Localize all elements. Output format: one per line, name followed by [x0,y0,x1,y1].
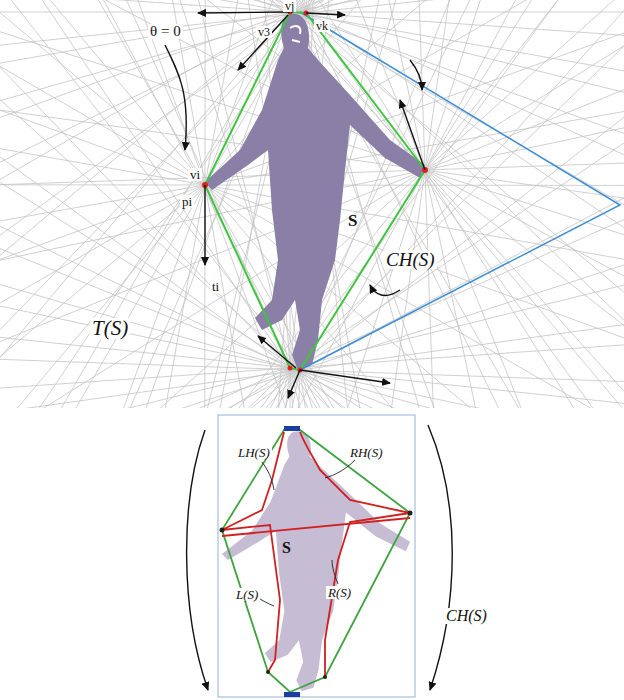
tangent-line [0,0,624,408]
tangent-line [0,0,624,408]
hull-label: CH(S) [444,608,489,624]
tangent-line [0,0,624,408]
tangent-line [0,0,624,408]
tangent-line [53,0,547,408]
bottom-figure [187,415,453,697]
tangent-line [0,0,606,408]
tangent-line [0,0,624,408]
tangent-line [0,0,624,408]
tangent-line [69,0,511,408]
tangent-line [0,0,624,408]
tangent-line [0,0,624,408]
tangent-line [0,0,624,408]
contour-label: L(S) [234,588,260,601]
tangent-line [0,0,624,408]
tangent-line [0,0,624,408]
tangent-line [0,0,624,408]
tangent-line [0,0,624,408]
tangent-line [0,0,604,408]
tangent-line [0,0,624,408]
tangent-label: ti [210,280,221,293]
tangent-line [178,0,624,408]
point-label: pi [180,195,194,208]
tangent-line [0,0,624,408]
top-figure [165,10,620,399]
tangent-line [0,0,478,408]
tangent-line [0,0,624,408]
tangent-line [0,0,624,408]
tangent-line [0,0,624,408]
tangent-line [0,0,624,408]
tangent-line [0,0,624,408]
tangent-line [0,0,624,408]
tangent-line [0,0,624,408]
contour-label: R(S) [326,586,353,599]
tangent-set-label: T(S) [90,318,130,339]
shape-label: S [280,540,293,556]
tangent-line [49,0,624,408]
tangent-line [0,0,624,408]
tangent-line [0,0,624,408]
tangent-line [0,0,624,408]
tangent-line [0,0,624,408]
vertex-label: vj [283,0,296,12]
tangent-line [0,0,624,408]
tangent-lines [0,0,624,408]
hull-part-label: RH(S) [348,446,385,459]
hull-label: CH(S) [384,250,437,269]
tangent-line [97,0,483,408]
tangent-line [0,0,624,408]
hull-part-label: LH(S) [236,446,272,459]
tangent-line [204,0,205,408]
angle-label: θ = 0 [148,24,183,39]
tangent-line [0,0,624,408]
vertex-label: vi [188,168,202,181]
tangent-line [0,0,624,408]
vertex-label: vk [314,20,330,32]
tangent-line [0,0,624,408]
vertex-label: v3 [256,26,272,38]
tangent-line [0,0,479,408]
shape-label: S [346,212,359,229]
